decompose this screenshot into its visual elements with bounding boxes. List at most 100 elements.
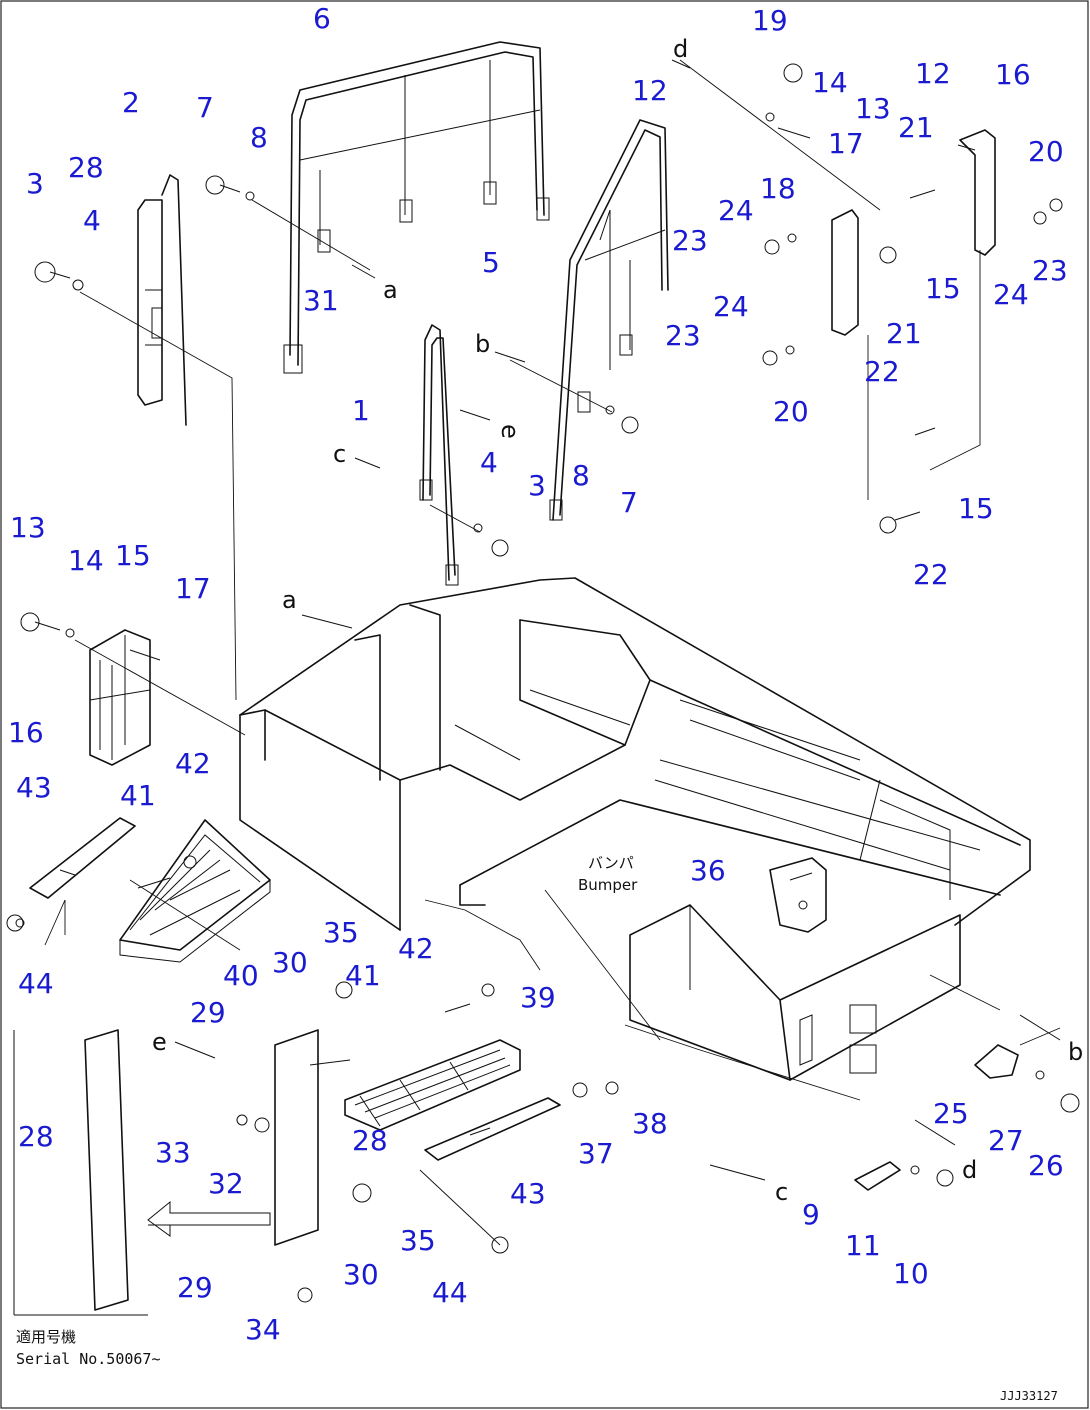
inset-panel xyxy=(13,1029,271,1316)
handrail-1 xyxy=(419,324,459,586)
mark-e-arrow xyxy=(174,1041,216,1059)
mark-a-arrow xyxy=(301,614,353,629)
handrail-5 xyxy=(549,119,669,521)
mark-d: d xyxy=(673,35,688,63)
callout-3: 3 xyxy=(528,469,546,502)
callout-21: 21 xyxy=(898,111,934,144)
callout-34: 34 xyxy=(245,1313,281,1346)
step-40 xyxy=(119,819,271,963)
callout-40: 40 xyxy=(223,959,259,992)
mark-a: a xyxy=(282,586,297,614)
callout-15: 15 xyxy=(115,539,151,572)
callout-12: 12 xyxy=(915,57,951,90)
callout-12: 12 xyxy=(632,74,668,107)
callout-15: 15 xyxy=(958,492,994,525)
callout-24: 24 xyxy=(718,194,754,227)
callout-21: 21 xyxy=(886,317,922,350)
callout-26: 26 xyxy=(1028,1149,1064,1182)
callout-35: 35 xyxy=(323,916,359,949)
callout-25: 25 xyxy=(933,1097,969,1130)
callout-19: 19 xyxy=(752,4,788,37)
bumper-label-en: Bumper xyxy=(578,876,638,894)
callout-13: 13 xyxy=(855,92,891,125)
bracket-16-left xyxy=(89,629,161,766)
callout-7: 7 xyxy=(620,486,638,519)
callout-4: 4 xyxy=(480,446,498,479)
callout-23: 23 xyxy=(1032,254,1068,287)
mark-d: d xyxy=(962,1156,977,1184)
callouts: 1 2 3 3 4 4 5 6 7 7 8 8 9 10 11 12 12 13… xyxy=(8,2,1068,1346)
callout-4: 4 xyxy=(83,204,101,237)
callout-41: 41 xyxy=(345,959,381,992)
inset-caption-jp: 適用号機 xyxy=(16,1328,76,1346)
callout-28: 28 xyxy=(352,1124,388,1157)
mark-c-arrow xyxy=(709,1164,766,1181)
callout-5: 5 xyxy=(482,246,500,279)
bumper-label-jp: バンパ xyxy=(588,854,634,872)
mark-e: e xyxy=(152,1028,167,1056)
mark-e-arrow xyxy=(459,409,491,421)
callout-1: 1 xyxy=(352,394,370,427)
step-39 xyxy=(344,1039,521,1131)
bracket-16-right xyxy=(957,129,996,256)
callout-41: 41 xyxy=(120,779,156,812)
callout-30: 30 xyxy=(343,1258,379,1291)
bracket-43-left xyxy=(29,817,136,899)
mark-b: b xyxy=(1068,1038,1083,1066)
bracket-17-right xyxy=(831,209,859,336)
callout-14: 14 xyxy=(812,66,848,99)
callout-43: 43 xyxy=(510,1177,546,1210)
mark-c: c xyxy=(333,440,346,468)
mark-c: c xyxy=(775,1178,788,1206)
callout-31: 31 xyxy=(303,284,339,317)
callout-6: 6 xyxy=(313,2,331,35)
handrail-6 xyxy=(283,41,550,374)
callout-30: 30 xyxy=(272,946,308,979)
callout-38: 38 xyxy=(632,1107,668,1140)
callout-23: 23 xyxy=(665,319,701,352)
callout-35: 35 xyxy=(400,1224,436,1257)
callout-44: 44 xyxy=(432,1276,468,1309)
callout-15: 15 xyxy=(925,272,961,305)
callout-32: 32 xyxy=(208,1167,244,1200)
callout-44: 44 xyxy=(18,967,54,1000)
callout-37: 37 xyxy=(578,1137,614,1170)
callout-22: 22 xyxy=(913,558,949,591)
callout-27: 27 xyxy=(988,1124,1024,1157)
mark-d-arrow xyxy=(914,1119,956,1146)
callout-10: 10 xyxy=(893,1257,929,1290)
callout-16: 16 xyxy=(995,58,1031,91)
main-frame xyxy=(239,577,1031,1081)
mark-c-arrow xyxy=(354,457,381,469)
callout-18: 18 xyxy=(760,172,796,205)
mark-b-arrow xyxy=(494,351,526,363)
callout-2: 2 xyxy=(122,86,140,119)
bracket-2 xyxy=(137,174,187,426)
callout-9: 9 xyxy=(802,1198,820,1231)
drawing-number: JJJ33127 xyxy=(1000,1389,1058,1403)
plate-28 xyxy=(274,1029,319,1246)
callout-29: 29 xyxy=(177,1271,213,1304)
callout-20: 20 xyxy=(773,395,809,428)
mark-a-arrow xyxy=(351,264,376,279)
callout-13: 13 xyxy=(10,511,46,544)
callout-23: 23 xyxy=(672,224,708,257)
callout-16: 16 xyxy=(8,716,44,749)
callout-43: 43 xyxy=(16,771,52,804)
mark-e: e xyxy=(496,424,524,439)
callout-42: 42 xyxy=(175,747,211,780)
callout-29: 29 xyxy=(190,996,226,1029)
callout-3: 3 xyxy=(26,167,44,200)
fasteners xyxy=(6,63,1080,1303)
callout-8: 8 xyxy=(250,121,268,154)
callout-33: 33 xyxy=(155,1136,191,1169)
callout-24: 24 xyxy=(993,278,1029,311)
callout-42: 42 xyxy=(398,932,434,965)
mark-b: b xyxy=(475,330,490,358)
callout-28: 28 xyxy=(68,151,104,184)
bracket-43-center xyxy=(424,1097,561,1161)
callout-17: 17 xyxy=(828,127,864,160)
callout-8: 8 xyxy=(572,459,590,492)
callout-14: 14 xyxy=(68,544,104,577)
